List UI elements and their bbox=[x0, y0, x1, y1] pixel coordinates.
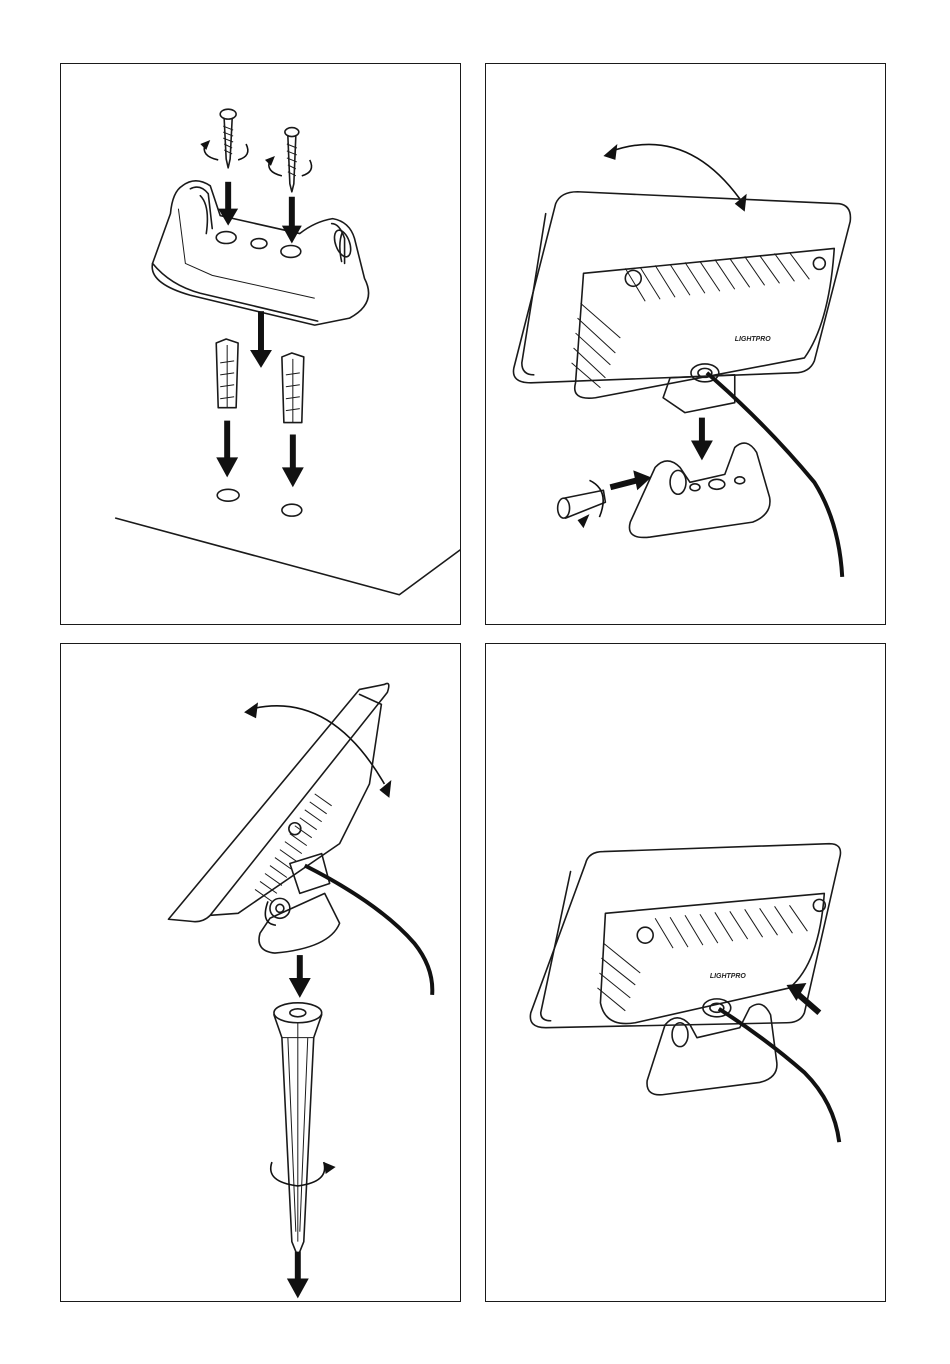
panel-final-assembly: LIGHTPRO bbox=[485, 643, 886, 1302]
panel-attach-floodlight: LIGHTPRO bbox=[485, 63, 886, 625]
pivot-bolt bbox=[558, 490, 606, 518]
final-assembly-illustration: LIGHTPRO bbox=[486, 644, 885, 1301]
floodlight: LIGHTPRO bbox=[513, 192, 850, 413]
drill-hole-right bbox=[282, 504, 302, 516]
panel-wall-mount bbox=[60, 63, 461, 625]
bracket bbox=[647, 1004, 777, 1095]
floodlight bbox=[168, 683, 388, 953]
ground-spike-illustration bbox=[61, 644, 460, 1301]
arrow-right-icon bbox=[610, 470, 651, 490]
wall-mount-illustration bbox=[61, 64, 460, 624]
wall-surface bbox=[116, 518, 460, 595]
arrow-down-icon bbox=[287, 1252, 309, 1299]
wall-plug-right bbox=[282, 353, 304, 423]
arrow-down-icon bbox=[216, 421, 238, 478]
bracket bbox=[152, 181, 368, 325]
tilt-arrow-icon bbox=[250, 706, 384, 784]
attach-floodlight-illustration: LIGHTPRO bbox=[486, 64, 885, 624]
panel-ground-spike-mount bbox=[60, 643, 461, 1302]
floodlight: LIGHTPRO bbox=[530, 844, 840, 1028]
arrow-down-icon bbox=[691, 418, 713, 461]
brand-label: LIGHTPRO bbox=[735, 336, 772, 343]
arrow-down-icon bbox=[282, 435, 304, 488]
arrow-down-icon bbox=[289, 955, 311, 998]
drill-hole-left bbox=[217, 489, 239, 501]
screw-left bbox=[220, 109, 236, 168]
tilt-arrow-icon bbox=[609, 144, 739, 198]
rotate-icon bbox=[589, 480, 603, 517]
arrow-down-icon bbox=[250, 311, 272, 368]
bracket bbox=[629, 443, 770, 537]
arrow-down-icon bbox=[282, 197, 302, 244]
ground-spike bbox=[274, 1003, 322, 1257]
brand-label: LIGHTPRO bbox=[710, 973, 747, 980]
wall-plug-left bbox=[216, 339, 238, 408]
screw-right bbox=[285, 128, 299, 192]
arrow-pointer-icon bbox=[786, 983, 819, 1013]
